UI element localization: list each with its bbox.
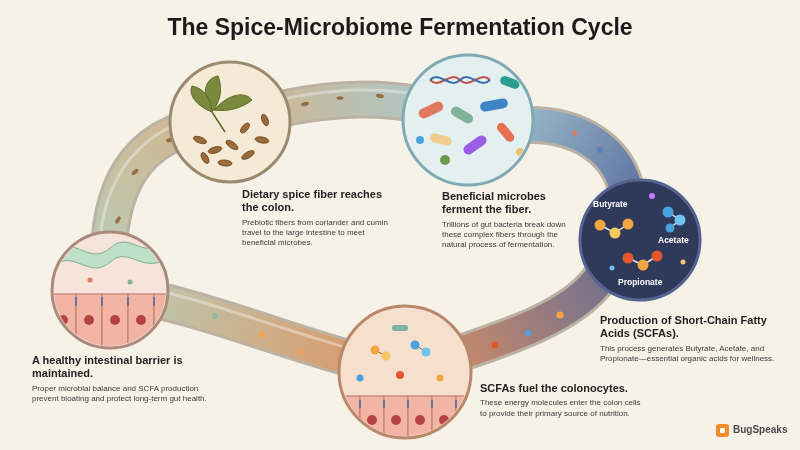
stage-text: SCFAs fuel the colonocytes. These energy … xyxy=(478,380,650,421)
stage-heading: Beneficial microbes ferment the fiber. xyxy=(442,190,573,217)
watermark: BugSpeaks xyxy=(733,424,787,435)
molecule-label: Butyrate xyxy=(593,199,627,209)
stage-heading: Dietary spice fiber reaches the colon. xyxy=(242,188,388,215)
stage-text: Dietary spice fiber reaches the colon. Pr… xyxy=(240,186,390,251)
stage-heading: A healthy intestinal barrier is maintain… xyxy=(32,354,208,381)
stage-text: Beneficial microbes ferment the fiber. Tr… xyxy=(440,188,575,253)
stage-text: A healthy intestinal barrier is maintain… xyxy=(30,352,210,406)
stage-heading: SCFAs fuel the colonocytes. xyxy=(480,382,648,395)
stage-body: Prebiotic fibers from coriander and cumi… xyxy=(242,218,388,249)
stage-heading: Production of Short-Chain Fatty Acids (S… xyxy=(600,314,788,341)
diagram-title: The Spice-Microbiome Fermentation Cycle xyxy=(0,14,800,41)
molecule-label: Propionate xyxy=(618,277,662,287)
stage-body: Proper microbial balance and SCFA produc… xyxy=(32,384,208,404)
stage-body: Trillions of gut bacteria break down the… xyxy=(442,220,573,251)
molecule-label: Acetate xyxy=(658,235,689,245)
stage-body: These energy molecules enter the colon c… xyxy=(480,398,648,418)
stage-body: This process generates Butyrate, Acetate… xyxy=(600,344,788,364)
stage-text: Production of Short-Chain Fatty Acids (S… xyxy=(598,312,790,366)
